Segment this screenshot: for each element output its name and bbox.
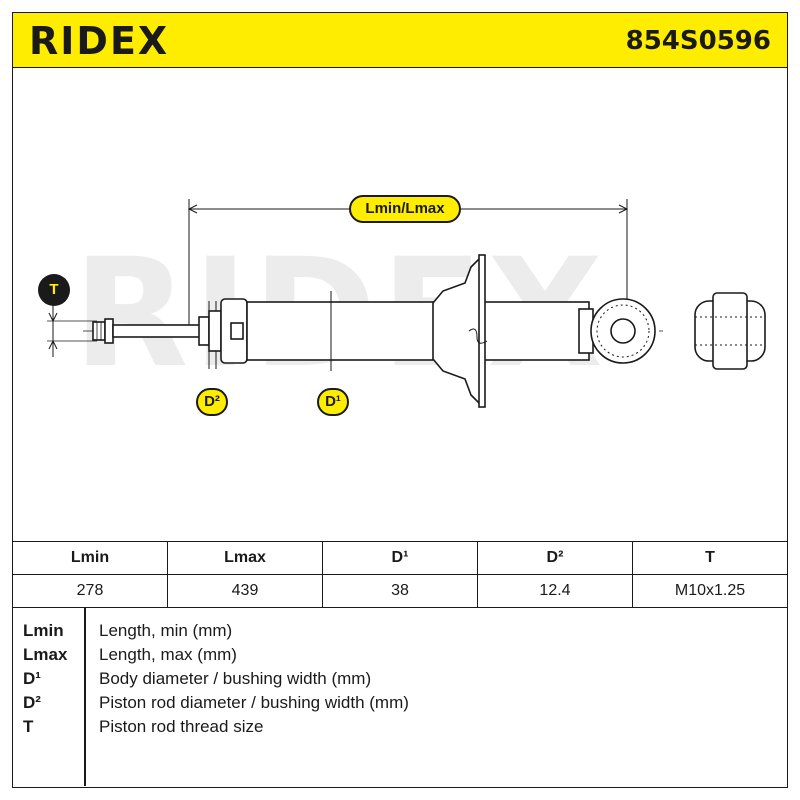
legend-desc: Length, max (mm) <box>99 645 237 664</box>
legend-item: D¹ Body diameter / bushing width (mm) <box>13 667 783 691</box>
legend-item: D² Piston rod diameter / bushing width (… <box>13 691 783 715</box>
legend-item: Lmin Length, min (mm) <box>13 619 783 643</box>
thread-label: T <box>38 274 70 306</box>
spec-header-cell: T <box>632 541 788 575</box>
rod-thread <box>92 321 106 341</box>
spec-value-cell: M10x1.25 <box>632 574 788 608</box>
legend-key: D¹ <box>23 669 41 688</box>
legend-key: Lmax <box>23 645 68 664</box>
legend-desc: Body diameter / bushing width (mm) <box>99 669 372 688</box>
legend-item: T Piston rod thread size <box>13 715 783 739</box>
legend-divider <box>84 607 86 786</box>
rod-nut <box>104 318 114 344</box>
spec-value-cell: 278 <box>12 574 168 608</box>
spring-seat-plate <box>478 254 486 408</box>
arrow-right <box>618 204 629 214</box>
spec-value-cell: 12.4 <box>477 574 633 608</box>
bushing-sleeve <box>712 292 748 370</box>
legend-box: Lmin Length, min (mm) Lmax Length, max (… <box>12 607 788 788</box>
shock-body <box>246 301 590 361</box>
legend-desc: Piston rod thread size <box>99 717 264 736</box>
body-diameter-label: D¹ <box>317 388 349 416</box>
spec-value-row: 278 439 38 12.4 M10x1.25 <box>12 574 788 608</box>
legend-key: D² <box>23 693 41 712</box>
spec-header-cell: D² <box>477 541 633 575</box>
brand-logo: RIDEX <box>29 19 170 63</box>
arrow-left <box>187 204 198 214</box>
header-bar: RIDEX 854S0596 <box>12 12 788 68</box>
legend-key: T <box>23 717 34 736</box>
spec-header-cell: D¹ <box>322 541 478 575</box>
shock-absorber-drawing <box>47 199 766 408</box>
spec-header-cell: Lmin <box>12 541 168 575</box>
legend-item: Lmax Length, max (mm) <box>13 643 783 667</box>
spec-table: Lmin Lmax D¹ D² T 278 439 38 12.4 M10x1.… <box>12 541 788 608</box>
spec-value-cell: 38 <box>322 574 478 608</box>
part-number: 854S0596 <box>625 26 771 56</box>
bottom-eye-bushing <box>610 318 636 344</box>
legend-desc: Piston rod diameter / bushing width (mm) <box>99 693 409 712</box>
spec-header-cell: Lmax <box>167 541 323 575</box>
rod-washer <box>198 316 210 346</box>
legend-desc: Length, min (mm) <box>99 621 233 640</box>
rod-diameter-label: D² <box>196 388 228 416</box>
legend-key: Lmin <box>23 621 64 640</box>
technical-drawing: RIDEX <box>13 69 787 541</box>
spec-header-row: Lmin Lmax D¹ D² T <box>12 541 788 575</box>
rod-bushing <box>208 310 222 352</box>
spec-value-cell: 439 <box>167 574 323 608</box>
spring-seat <box>432 255 482 407</box>
length-label: Lmin/Lmax <box>349 195 461 223</box>
piston-rod <box>112 324 210 338</box>
